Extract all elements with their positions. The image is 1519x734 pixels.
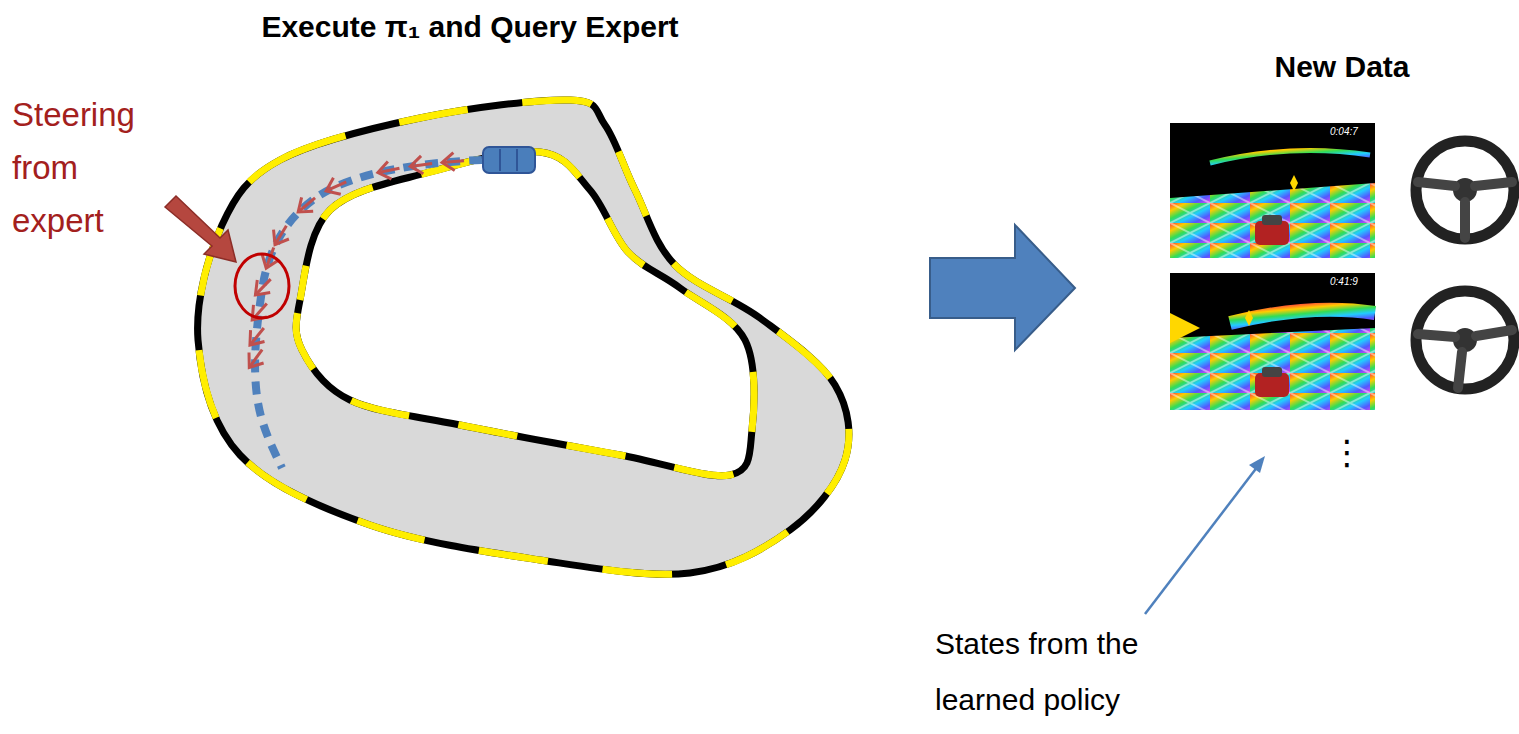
steering-wheel — [1416, 291, 1514, 389]
expert-arrow — [255, 279, 270, 295]
expert-arrow — [410, 164, 432, 167]
track-border — [296, 152, 754, 476]
title: Execute π₁ and Query Expert — [261, 10, 678, 44]
pointer-arrow — [165, 196, 236, 262]
leader-arrow — [1145, 456, 1265, 614]
expert-arrow — [249, 350, 262, 368]
steering-wheel — [1416, 141, 1514, 239]
expert-arrow — [255, 280, 270, 295]
expert-arrow — [378, 168, 400, 172]
expert-arrows — [249, 153, 464, 368]
game-screenshot — [1170, 123, 1375, 258]
expert-arrow — [275, 226, 286, 245]
expert-arrow — [442, 161, 464, 163]
annotation: States from the learned policy — [935, 616, 1170, 728]
car — [483, 147, 535, 173]
ellipsis: ⋮ — [1330, 432, 1364, 472]
track-border — [198, 100, 849, 574]
section-heading: New Data — [1274, 50, 1409, 84]
block-arrow — [930, 225, 1075, 350]
expert-arrow — [298, 198, 315, 212]
expert-arrow — [250, 328, 264, 345]
callout-text: Steering from expert — [12, 88, 177, 247]
race-track — [198, 100, 849, 574]
timestamp: 0:41:9 — [1330, 276, 1358, 287]
track-border — [296, 152, 754, 476]
highlight-circle — [235, 254, 289, 318]
track-border — [198, 100, 849, 574]
expert-arrow — [326, 182, 346, 191]
trajectory — [255, 160, 482, 468]
timestamp: 0:04:7 — [1330, 126, 1358, 137]
game-screenshot — [1170, 273, 1375, 410]
